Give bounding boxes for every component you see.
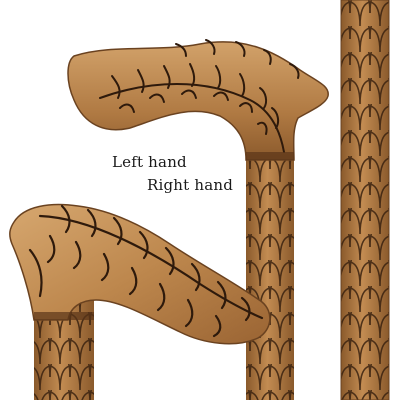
cane-shaft-far-right — [340, 0, 390, 400]
cane-handle-left-hand — [67, 39, 329, 161]
left-hand-label: Left hand — [112, 153, 187, 171]
cane-shaft-left-hand — [246, 150, 294, 400]
cane-handle-right-hand — [9, 203, 271, 345]
right-hand-label: Right hand — [147, 176, 234, 194]
